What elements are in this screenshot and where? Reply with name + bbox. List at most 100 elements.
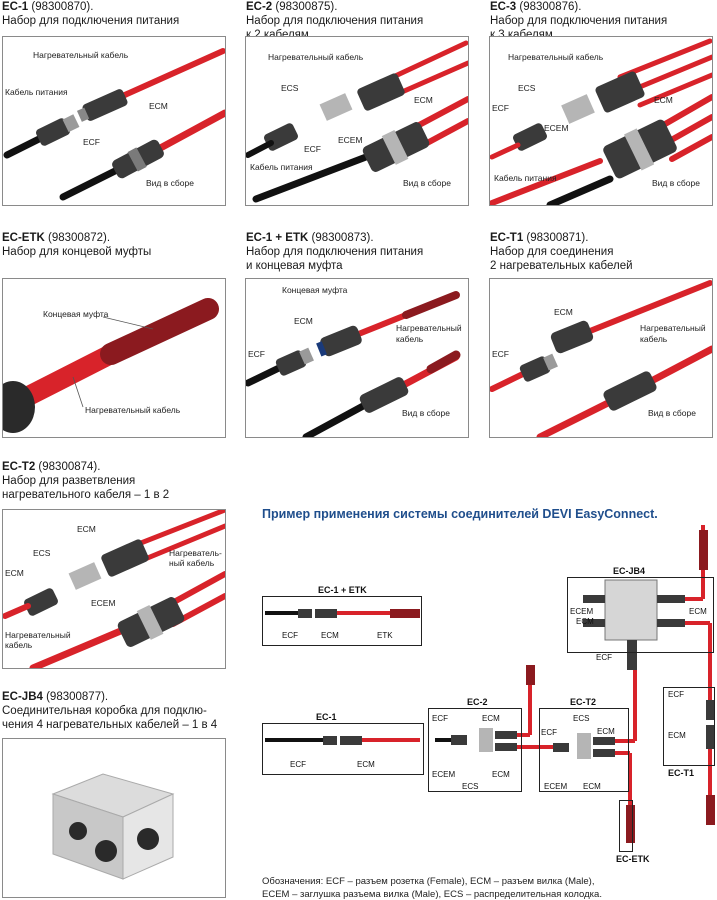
diagram-label-ecm: ECM [597, 727, 615, 736]
legend-line-2: ECEM – заглушка разъема вилка (Male), EC… [262, 889, 602, 900]
label-heating-cable: Нагревательный кабель [85, 405, 181, 415]
kit-caption-ec-etk: EC-ETK (98300872).Набор для концевой муф… [2, 232, 152, 258]
diagram-label-ecm: ECM [492, 770, 510, 779]
diagram-label-ecem: ECEM [570, 607, 594, 616]
ec1-drawing [3, 48, 225, 201]
label-ecem: ECEM [91, 598, 116, 608]
diagram-label-ecm: ECM [321, 631, 339, 640]
label-ecf: ECF [83, 137, 100, 147]
label-ecm: ECM [149, 101, 168, 111]
label-ecm: ECM [554, 307, 573, 317]
panel-ec-etk-illustration: Концевая муфта Нагревательный кабель [2, 278, 226, 438]
label-ecf: ECF [492, 349, 509, 359]
diagram-label-ecf: ECF [668, 690, 684, 699]
diagram-label-ecs: ECS [462, 782, 479, 791]
label-ecs: ECS [281, 83, 299, 93]
label-assembled: Вид в сборе [403, 178, 451, 188]
panel-ec-t1-illustration: ECM Нагревательный кабель ECF Вид в сбор… [489, 278, 713, 438]
ec1-etk-drawing [246, 291, 461, 437]
diagram-label-ecem: ECEM [432, 770, 456, 779]
label-assembled: Вид в сборе [146, 178, 194, 188]
box-ec1-etk [262, 596, 422, 646]
diagram-legend: Обозначения: ECF – разъем розетка (Femal… [262, 875, 602, 900]
label-heating-cable: Нагревательный кабель [508, 52, 604, 62]
diagram-title-ect1: EC-T1 [668, 768, 695, 778]
box-ecetk [619, 800, 633, 852]
kit-caption-ec1-etk: EC-1 + ETK (98300873).Набор для подключе… [246, 232, 424, 272]
label-ecf: ECF [492, 103, 509, 113]
label-ecf: ECF [304, 144, 321, 154]
label-heating-split-1: Нагреватель- [169, 548, 222, 558]
diagram-label-ecm: ECM [668, 731, 686, 740]
label-ecm: ECM [77, 524, 96, 534]
label-assembled: Вид в сборе [648, 408, 696, 418]
diagram-title-ec1-etk: EC-1 + ETK [318, 585, 367, 595]
box-ect2 [539, 708, 629, 792]
label-ecs: ECS [518, 83, 536, 93]
diagram-label-ecs: ECS [573, 714, 590, 723]
label-heating-cable-b: кабель [5, 640, 33, 650]
diagram-label-ecm: ECM [583, 782, 601, 791]
diagram-label-ecm: ECM [576, 617, 594, 626]
panel-ec-jb4-illustration [2, 738, 226, 898]
label-ecm: ECM [5, 568, 24, 578]
legend-line-1: Обозначения: ECF – разъем розетка (Femal… [262, 876, 595, 887]
label-ecm: ECM [414, 95, 433, 105]
label-heating-cable: Нагревательный кабель [33, 50, 129, 60]
panel-ec1-illustration: Нагревательный кабель Кабель питания ECM… [2, 36, 226, 206]
label-ecs: ECS [33, 548, 51, 558]
diagram-title-ec1: EC-1 [316, 712, 337, 722]
diagram-label-ecem: ECEM [544, 782, 568, 791]
label-power-cable: Кабель питания [250, 162, 313, 172]
panel-ec2-illustration: Нагревательный кабель ECS ECM ECEM ECF К… [245, 36, 469, 206]
ec-t2-drawing [3, 510, 225, 668]
diagram-label-ecf: ECF [282, 631, 298, 640]
diagram-title-ect2: EC-T2 [570, 697, 597, 707]
box-ecjb4 [567, 577, 714, 653]
label-heating-cable-a: Нагревательный [640, 323, 706, 333]
label-assembled: Вид в сборе [402, 408, 450, 418]
diagram-title-ec2: EC-2 [467, 697, 488, 707]
label-power-cable: Кабель питания [5, 87, 68, 97]
label-heating-cable-b: кабель [396, 334, 424, 344]
label-heating-cable-b: кабель [640, 334, 668, 344]
box-ec2 [428, 708, 522, 792]
diagram-title-ecetk: EC-ETK [616, 854, 650, 864]
kit-caption-ec-jb4: EC-JB4 (98300877).Соединительная коробка… [2, 691, 218, 731]
diagram-label-ecf: ECF [596, 653, 612, 662]
ec-etk-drawing [3, 298, 219, 433]
diagram-label-ecm: ECM [482, 714, 500, 723]
box-ect1 [663, 687, 715, 766]
diagram-title-ecjb4: EC-JB4 [613, 566, 646, 576]
ec2-drawing [246, 40, 468, 203]
label-end-sleeve: Концевая муфта [282, 285, 348, 295]
label-heating-cable-a: Нагревательный [5, 630, 71, 640]
diagram-label-ecm: ECM [689, 607, 707, 616]
label-ecm: ECM [654, 95, 673, 105]
kit-caption-ec1: EC-1 (98300870).Набор для подключения пи… [2, 1, 180, 27]
label-heating-cable-a: Нагревательный [396, 323, 462, 333]
label-assembled: Вид в сборе [652, 178, 700, 188]
label-power-cable: Кабель питания [494, 173, 557, 183]
label-ecem: ECEM [338, 135, 363, 145]
ec3-drawing [490, 38, 712, 205]
diagram-label-ecf: ECF [290, 760, 306, 769]
panel-ec3-illustration: Нагревательный кабель ECS ECM ECF ECEM К… [489, 36, 713, 206]
label-heating-cable: Нагревательный кабель [268, 52, 364, 62]
panel-ec1-etk-illustration: Концевая муфта ECM Нагревательный кабель… [245, 278, 469, 438]
diagram-heading: Пример применения системы соединителей D… [262, 507, 658, 521]
label-ecf: ECF [248, 349, 265, 359]
box-ec1 [262, 723, 424, 775]
panel-ec-t2-illustration: ECM ECS Нагреватель- ный кабель ECM ECEM… [2, 509, 226, 669]
ec-t1-drawing [490, 280, 712, 437]
diagram-label-ecm: ECM [357, 760, 375, 769]
label-end-sleeve: Концевая муфта [43, 309, 109, 319]
diagram-label-ecf: ECF [432, 714, 448, 723]
diagram-label-etk: ETK [377, 631, 393, 640]
label-ecem: ECEM [544, 123, 569, 133]
label-heating-split-2: ный кабель [169, 558, 215, 568]
ec-jb4-drawing [51, 773, 175, 880]
diagram-label-ecf: ECF [541, 728, 557, 737]
